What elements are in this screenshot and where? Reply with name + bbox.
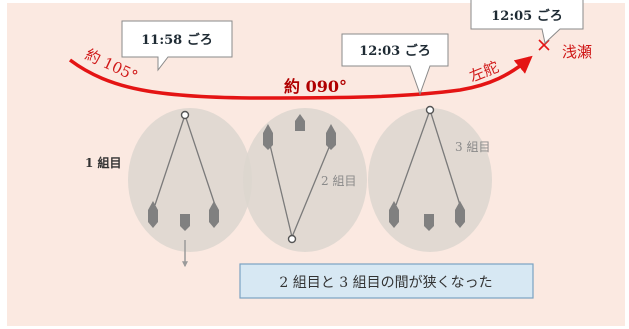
- course-main-label: 約 090°: [284, 77, 347, 96]
- group-2-label: 2 組目: [321, 174, 356, 188]
- group-1-label: 1 組目: [85, 155, 122, 170]
- group-3-label: 3 組目: [455, 140, 490, 154]
- boat-icon: [326, 124, 336, 150]
- group-3-boats: [389, 105, 465, 231]
- course-track: [68, 55, 533, 100]
- note-box: 2 組目と 3 組目の間が狭くなった: [239, 263, 534, 299]
- callout-1158: 11:58 ごろ: [121, 20, 233, 72]
- note-text: 2 組目と 3 組目の間が狭くなった: [279, 275, 492, 291]
- group-2-lead-marker: [287, 234, 297, 244]
- group-1-boats: [148, 110, 219, 268]
- callout-1203: 12:03 ごろ: [341, 33, 449, 96]
- shallows-label: 浅瀬: [562, 43, 592, 61]
- boat-icon: [424, 214, 434, 231]
- callout-1158-text: 11:58 ごろ: [141, 32, 213, 48]
- boat-icon: [263, 124, 273, 150]
- boat-icon: [455, 201, 465, 228]
- callout-1203-text: 12:03 ごろ: [359, 43, 431, 59]
- callout-1205-text: 12:05 ごろ: [491, 8, 563, 24]
- shallows-cross-icon: [538, 39, 550, 51]
- group-1-lead-marker: [180, 110, 190, 120]
- group-1-ellipse: [128, 108, 252, 252]
- boat-icon: [389, 201, 399, 228]
- callout-1205: 12:05 ごろ: [470, 0, 584, 44]
- group-2-boats: [263, 114, 336, 244]
- boat-icon: [180, 214, 190, 231]
- boat-icon: [148, 201, 158, 228]
- group-3-ellipse: [368, 108, 492, 252]
- boat-icon: [209, 201, 219, 228]
- group-3-lead-marker: [425, 105, 435, 115]
- boat-icon: [295, 114, 305, 131]
